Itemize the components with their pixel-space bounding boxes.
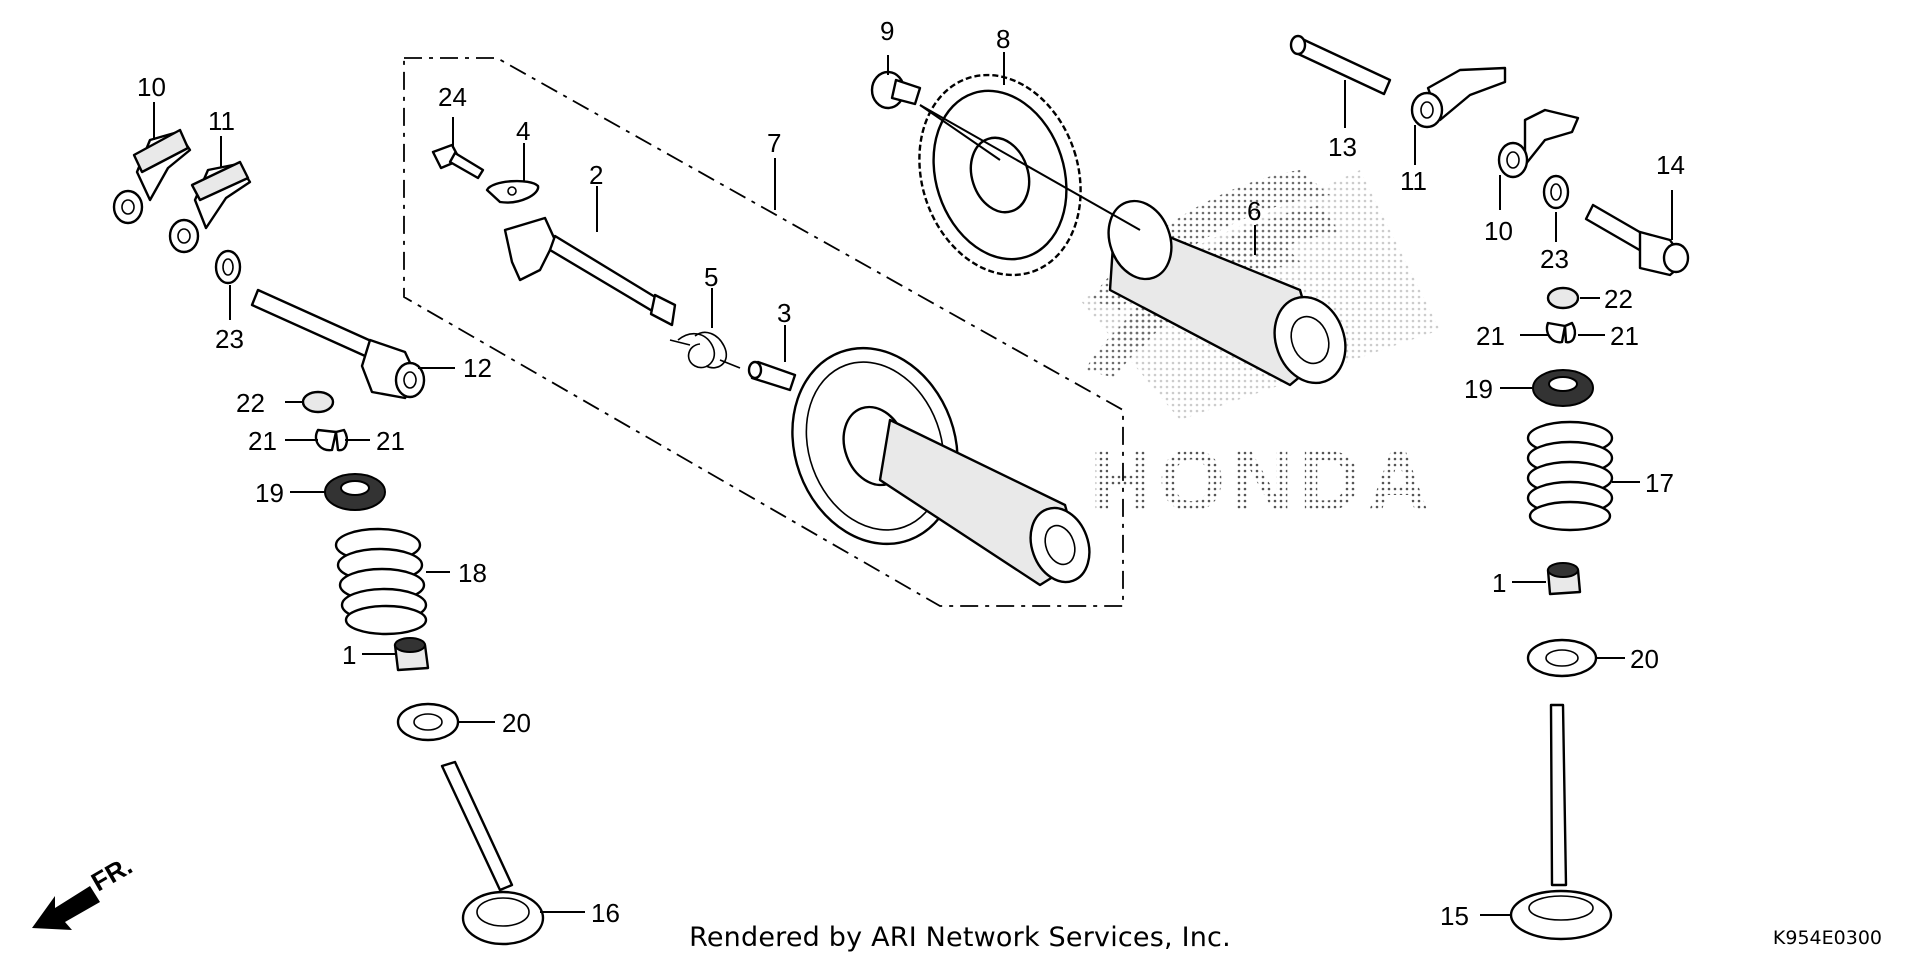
exhaust-valve-part-15 (1509, 703, 1613, 941)
rocker-shaft-part-12 (250, 288, 426, 400)
callout-21-left-a: 21 (248, 426, 277, 456)
callout-20-left: 20 (502, 708, 531, 738)
callout-11-right: 11 (1400, 166, 1427, 196)
callout-16: 16 (591, 898, 620, 928)
callout-1-left: 1 (342, 640, 356, 670)
rocker-shaft-part-14 (1584, 203, 1690, 277)
callout-22-left: 22 (236, 388, 265, 418)
assembly-group-box (403, 57, 1124, 607)
callout-23-left: 23 (215, 324, 244, 354)
camshaft-assembly-part-7 (791, 346, 1091, 587)
rocker-shaft-part-13 (1289, 34, 1392, 96)
callout-1-right: 1 (1492, 568, 1506, 598)
callout-9: 9 (880, 16, 894, 46)
callout-6: 6 (1247, 196, 1261, 226)
pin-part-3 (747, 360, 797, 392)
cotter-part-21-left (314, 428, 349, 452)
spring-seat-part-20-left (396, 702, 460, 742)
bolt-part-24 (431, 143, 485, 180)
callout-12: 12 (463, 353, 492, 383)
leader-lines (153, 52, 1673, 916)
callout-18: 18 (458, 558, 487, 588)
callout-8: 8 (996, 24, 1010, 54)
callout-22-right: 22 (1604, 284, 1633, 314)
spring-retainer-part-19-right (1532, 369, 1594, 407)
spring-seat-part-20-right (1526, 638, 1598, 678)
callout-10-left: 10 (137, 72, 166, 102)
callout-21-right-a: 21 (1476, 321, 1505, 351)
rocker-arm-part-10-right (1497, 108, 1580, 179)
callout-17: 17 (1645, 468, 1674, 498)
callout-10-right: 10 (1484, 216, 1513, 246)
callout-21-left-b: 21 (376, 426, 405, 456)
decompressor-shaft-part-2 (503, 216, 677, 327)
valve-spring-part-18 (334, 527, 428, 636)
rocker-arm-part-10 (112, 128, 192, 225)
callout-21-right-b: 21 (1610, 321, 1639, 351)
cam-sprocket-bolt-part-9 (870, 70, 922, 110)
callout-19-right: 19 (1464, 374, 1493, 404)
cam-sprocket-part-8 (918, 73, 1082, 277)
callout-15: 15 (1440, 901, 1469, 931)
washer-part-23-right (1542, 174, 1570, 210)
clip-part-4 (485, 179, 540, 204)
spring-cap-part-22-left (301, 390, 335, 414)
spring-retainer-part-19-left (324, 473, 386, 511)
callout-23-right: 23 (1540, 244, 1569, 274)
honda-watermark-text: HONDA (1090, 433, 1435, 529)
callout-11-left: 11 (208, 106, 235, 136)
callout-3: 3 (777, 298, 791, 328)
cotter-part-21-right (1545, 321, 1577, 344)
callout-5: 5 (704, 262, 718, 292)
callout-4: 4 (516, 116, 530, 146)
stem-seal-part-1-left (393, 637, 430, 672)
front-direction-arrow: FR. (32, 850, 137, 930)
footer-credit: Rendered by ARI Network Services, Inc. (689, 922, 1231, 953)
callout-labels: 10 11 23 12 22 21 21 19 18 1 20 16 24 4 … (137, 16, 1685, 931)
front-arrow-label: FR. (86, 850, 137, 897)
rocker-arm-part-11 (168, 160, 252, 254)
callout-19-left: 19 (255, 478, 284, 508)
decompressor-spring-part-5 (669, 331, 741, 369)
callout-14: 14 (1656, 150, 1685, 180)
callout-24: 24 (438, 82, 467, 112)
callout-20-right: 20 (1630, 644, 1659, 674)
valve-spring-part-17 (1526, 420, 1614, 532)
rocker-arm-part-11-right (1410, 66, 1507, 129)
stem-seal-part-1-right (1546, 562, 1582, 596)
callout-7: 7 (767, 128, 781, 158)
diagram-code: K954E0300 (1772, 927, 1882, 949)
washer-part-23-left (214, 249, 242, 285)
callout-13: 13 (1328, 132, 1357, 162)
spring-cap-part-22-right (1546, 286, 1580, 310)
callout-2: 2 (589, 160, 603, 190)
intake-valve-part-16 (440, 760, 545, 946)
